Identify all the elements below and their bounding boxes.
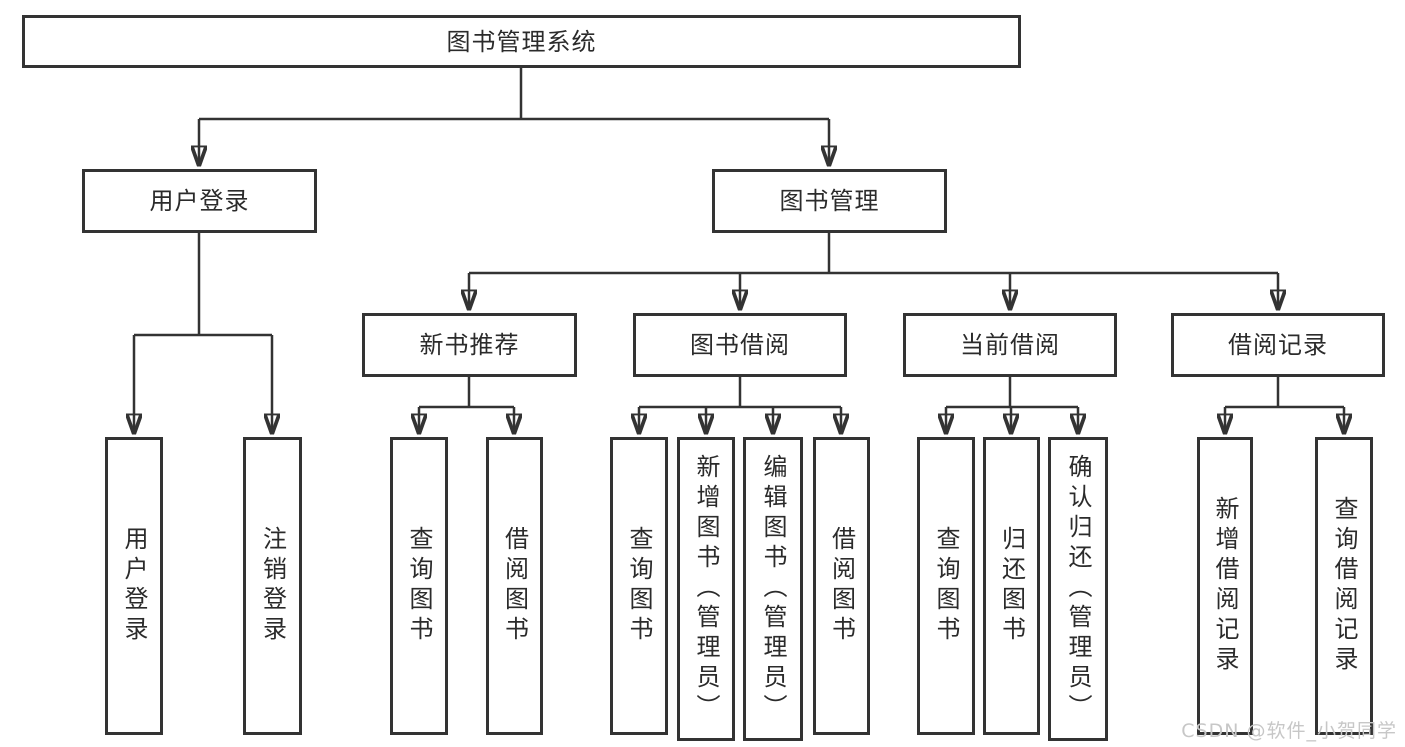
- node-current-borrowing: 当前借阅: [903, 313, 1117, 377]
- node-leaf-borrow-books-rec: 借阅图书: [486, 437, 543, 735]
- node-leaf-query-borrow-record: 查询借阅记录: [1315, 437, 1373, 735]
- node-new-book-recommend: 新书推荐: [362, 313, 577, 377]
- node-leaf-edit-books-admin: 编辑图书（管理员）: [743, 437, 803, 741]
- node-book-management: 图书管理: [712, 169, 947, 233]
- node-leaf-borrow-books: 借阅图书: [813, 437, 870, 735]
- node-leaf-add-borrow-record: 新增借阅记录: [1197, 437, 1253, 735]
- node-leaf-add-books-admin: 新增图书（管理员）: [677, 437, 735, 741]
- node-root-system: 图书管理系统: [22, 15, 1021, 68]
- node-user-login: 用户登录: [82, 169, 317, 233]
- node-book-borrowing: 图书借阅: [633, 313, 847, 377]
- node-borrow-records: 借阅记录: [1171, 313, 1385, 377]
- node-leaf-return-books: 归还图书: [983, 437, 1040, 735]
- node-leaf-user-login: 用户登录: [105, 437, 163, 735]
- node-leaf-confirm-return-admin: 确认归还（管理员）: [1048, 437, 1108, 741]
- node-leaf-logout: 注销登录: [243, 437, 302, 735]
- watermark: CSDN @软件_小贺同学: [1181, 720, 1397, 742]
- node-leaf-query-books-rec: 查询图书: [390, 437, 448, 735]
- node-leaf-query-books-borrow: 查询图书: [610, 437, 668, 735]
- node-leaf-query-books-current: 查询图书: [917, 437, 975, 735]
